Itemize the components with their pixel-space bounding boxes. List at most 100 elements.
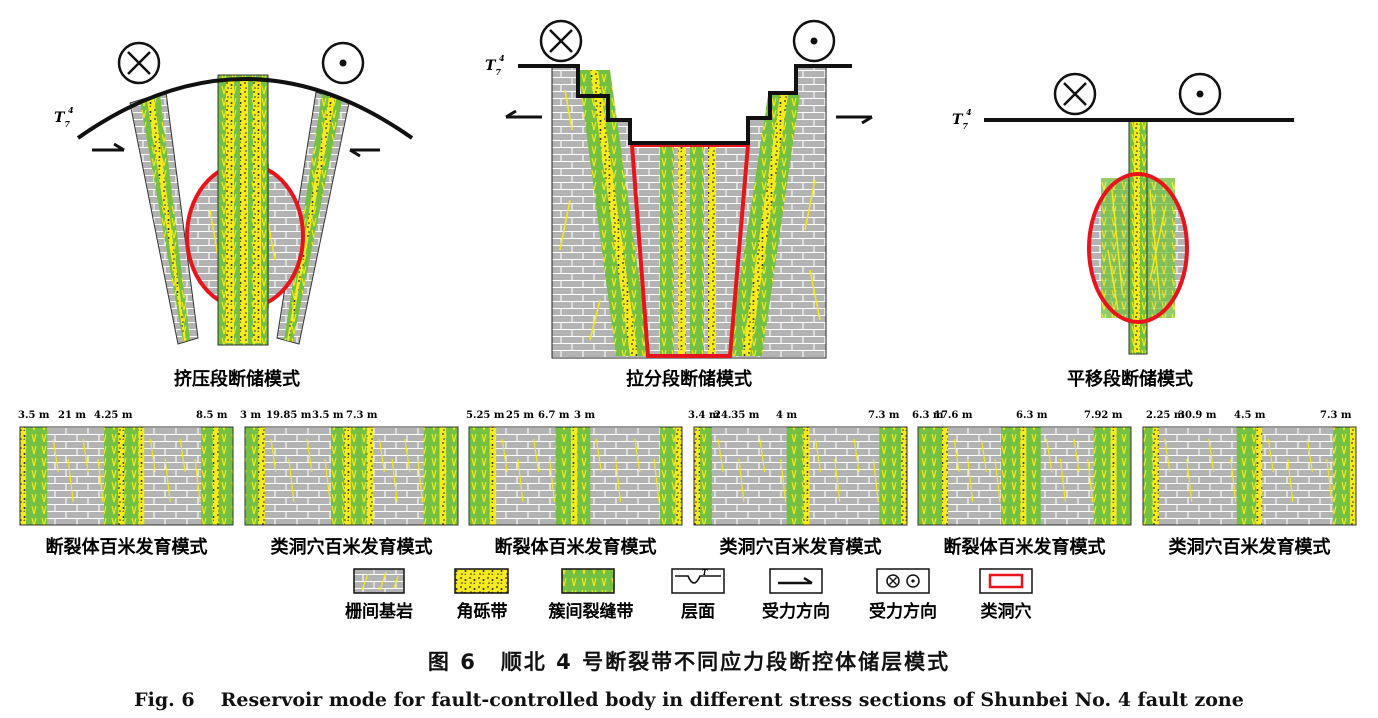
legend-item-cave: 类洞穴 xyxy=(979,568,1033,622)
legend-item-breccia: 角砾带 xyxy=(454,568,509,622)
breccia-band xyxy=(803,427,810,525)
fracture-band xyxy=(879,427,902,525)
strip-2-measure-1: 3 m xyxy=(240,410,261,421)
strip-2-measure-4: 7.3 m xyxy=(346,410,378,421)
fracture-band xyxy=(1332,427,1351,525)
legend-label-bedrock: 栅间基岩 xyxy=(345,601,413,622)
caption-cn-number: 图 6 xyxy=(427,650,477,674)
caption-english: Fig. 6 Reservoir mode for fault-controlle… xyxy=(0,689,1378,711)
force-in-out-icon xyxy=(876,568,930,594)
strike-slip-cave-outline xyxy=(1087,172,1189,324)
strip-frame xyxy=(468,426,683,526)
strip-3-measure-1: 5.25 m xyxy=(466,410,505,421)
fracture-band xyxy=(218,427,234,525)
breccia-band xyxy=(675,427,683,525)
strip-5-measure-2: 17.6 m xyxy=(934,410,973,421)
strip-1-measure-2: 21 m xyxy=(58,410,86,421)
caption-chinese: 图 6 顺北 4 号断裂带不同应力段断控体储层模式 xyxy=(0,646,1378,676)
caption-en-text: Reservoir mode for fault-controlled body… xyxy=(220,689,1244,711)
strip-4-measure-2: 24.35 m xyxy=(714,410,760,421)
pull-apart-fault-right xyxy=(728,95,800,356)
strip-1-measure-4: 8.5 m xyxy=(196,410,228,421)
strip-4-measure-1: 3.4 m xyxy=(688,410,720,421)
fracture-band xyxy=(1143,427,1154,525)
legend-label-cave: 类洞穴 xyxy=(981,601,1032,622)
legend-item-fracture: 簇间裂缝带 xyxy=(548,568,634,622)
strip-2-measure-2: 19.85 m xyxy=(266,410,312,421)
bedrock-band xyxy=(809,427,880,525)
strip-frame xyxy=(693,426,908,526)
pull-apart-model: T74 拉分段断储模式 xyxy=(485,19,873,390)
compression-out-icon xyxy=(321,41,365,85)
pull-apart-cave-fill xyxy=(632,145,748,356)
compression-force-arrow-left xyxy=(92,142,125,152)
strip-5-measure-4: 7.92 m xyxy=(1084,410,1123,421)
breccia-band xyxy=(366,427,374,525)
caption-en-number: Fig. 6 xyxy=(134,689,195,711)
breccia-band xyxy=(138,427,145,525)
bedrock-band xyxy=(712,427,787,525)
compression-in-icon xyxy=(117,41,161,85)
strip-frame xyxy=(917,426,1132,526)
legend-item-bedrock: 栅间基岩 xyxy=(345,568,413,622)
fracture-band xyxy=(124,427,139,525)
strike-slip-out-icon xyxy=(1178,72,1222,116)
bedrock-band xyxy=(1040,427,1094,525)
pull-apart-in-icon xyxy=(539,19,583,63)
pull-apart-horizon xyxy=(518,64,852,145)
fracture-zone-icon xyxy=(561,568,615,594)
strip-6-measure-4: 7.3 m xyxy=(1320,410,1352,421)
strip-5-measure-1: 6.3 m xyxy=(912,410,944,421)
strip-frame xyxy=(244,426,459,526)
legend-label-force-arrow: 受力方向 xyxy=(762,601,830,622)
breccia-band xyxy=(1349,427,1357,525)
breccia-band xyxy=(344,427,352,525)
strip-1-measure-3: 4.25 m xyxy=(94,410,133,421)
strip-6-measure-3: 4.5 m xyxy=(1234,410,1266,421)
fracture-band xyxy=(201,427,214,525)
compression-central-fault xyxy=(217,74,269,346)
breccia-band xyxy=(1020,427,1027,525)
compression-horizon-arc xyxy=(76,77,414,140)
breccia-band xyxy=(118,427,125,525)
breccia-band xyxy=(942,427,949,525)
fracture-band xyxy=(350,427,368,525)
hundred-meter-strips: 3.5 m 21 m 4.25 m 8.5 m 断裂体百米发育模式 3 m 19.85 m 3… xyxy=(18,410,1357,558)
pull-apart-arrow-left xyxy=(505,109,542,119)
strip-2-measure-3: 3.5 m xyxy=(312,410,344,421)
caption-cn-text: 顺北 4 号断裂带不同应力段断控体储层模式 xyxy=(500,650,951,674)
legend-label-bedding: 层面 xyxy=(681,602,715,622)
fracture-band xyxy=(1116,427,1132,525)
breccia-band xyxy=(694,427,701,525)
fracture-band xyxy=(245,427,259,525)
strip-3-measure-3: 6.7 m xyxy=(538,410,570,421)
strip-4-title: 类洞穴百米发育模式 xyxy=(720,536,882,558)
breccia-band xyxy=(570,427,578,525)
strip-3-measure-2: 25 m xyxy=(506,410,534,421)
fracture-band xyxy=(1026,427,1042,525)
fracture-band xyxy=(1001,427,1021,525)
strip-6-title: 类洞穴百米发育模式 xyxy=(1169,536,1331,558)
bedrock-band xyxy=(144,427,202,525)
fracture-band xyxy=(469,427,490,525)
compression-model: T74 挤压段断储模式 xyxy=(54,41,414,390)
breccia-band xyxy=(1110,427,1117,525)
strike-slip-in-icon xyxy=(1053,72,1097,116)
pull-apart-fault-left xyxy=(578,70,650,356)
strip-4-measure-4: 7.3 m xyxy=(868,410,900,421)
strike-slip-horizon-label: T74 xyxy=(952,107,972,131)
strip-6-measure-2: 30.9 m xyxy=(1178,410,1217,421)
fracture-band xyxy=(577,427,591,525)
strip-5-measure-3: 6.3 m xyxy=(1016,410,1048,421)
fracture-band xyxy=(555,427,572,525)
strip-frame xyxy=(1142,426,1357,526)
strike-slip-model: T74 平移段断储模式 xyxy=(952,72,1294,390)
legend-label-fracture: 簇间裂缝带 xyxy=(548,601,634,622)
svg-text:T: T xyxy=(702,568,708,577)
strip-3-measure-4: 3 m xyxy=(574,410,595,421)
strip-5-title: 断裂体百米发育模式 xyxy=(944,536,1106,558)
compression-fault-left xyxy=(129,91,199,345)
breccia-band xyxy=(258,427,266,525)
